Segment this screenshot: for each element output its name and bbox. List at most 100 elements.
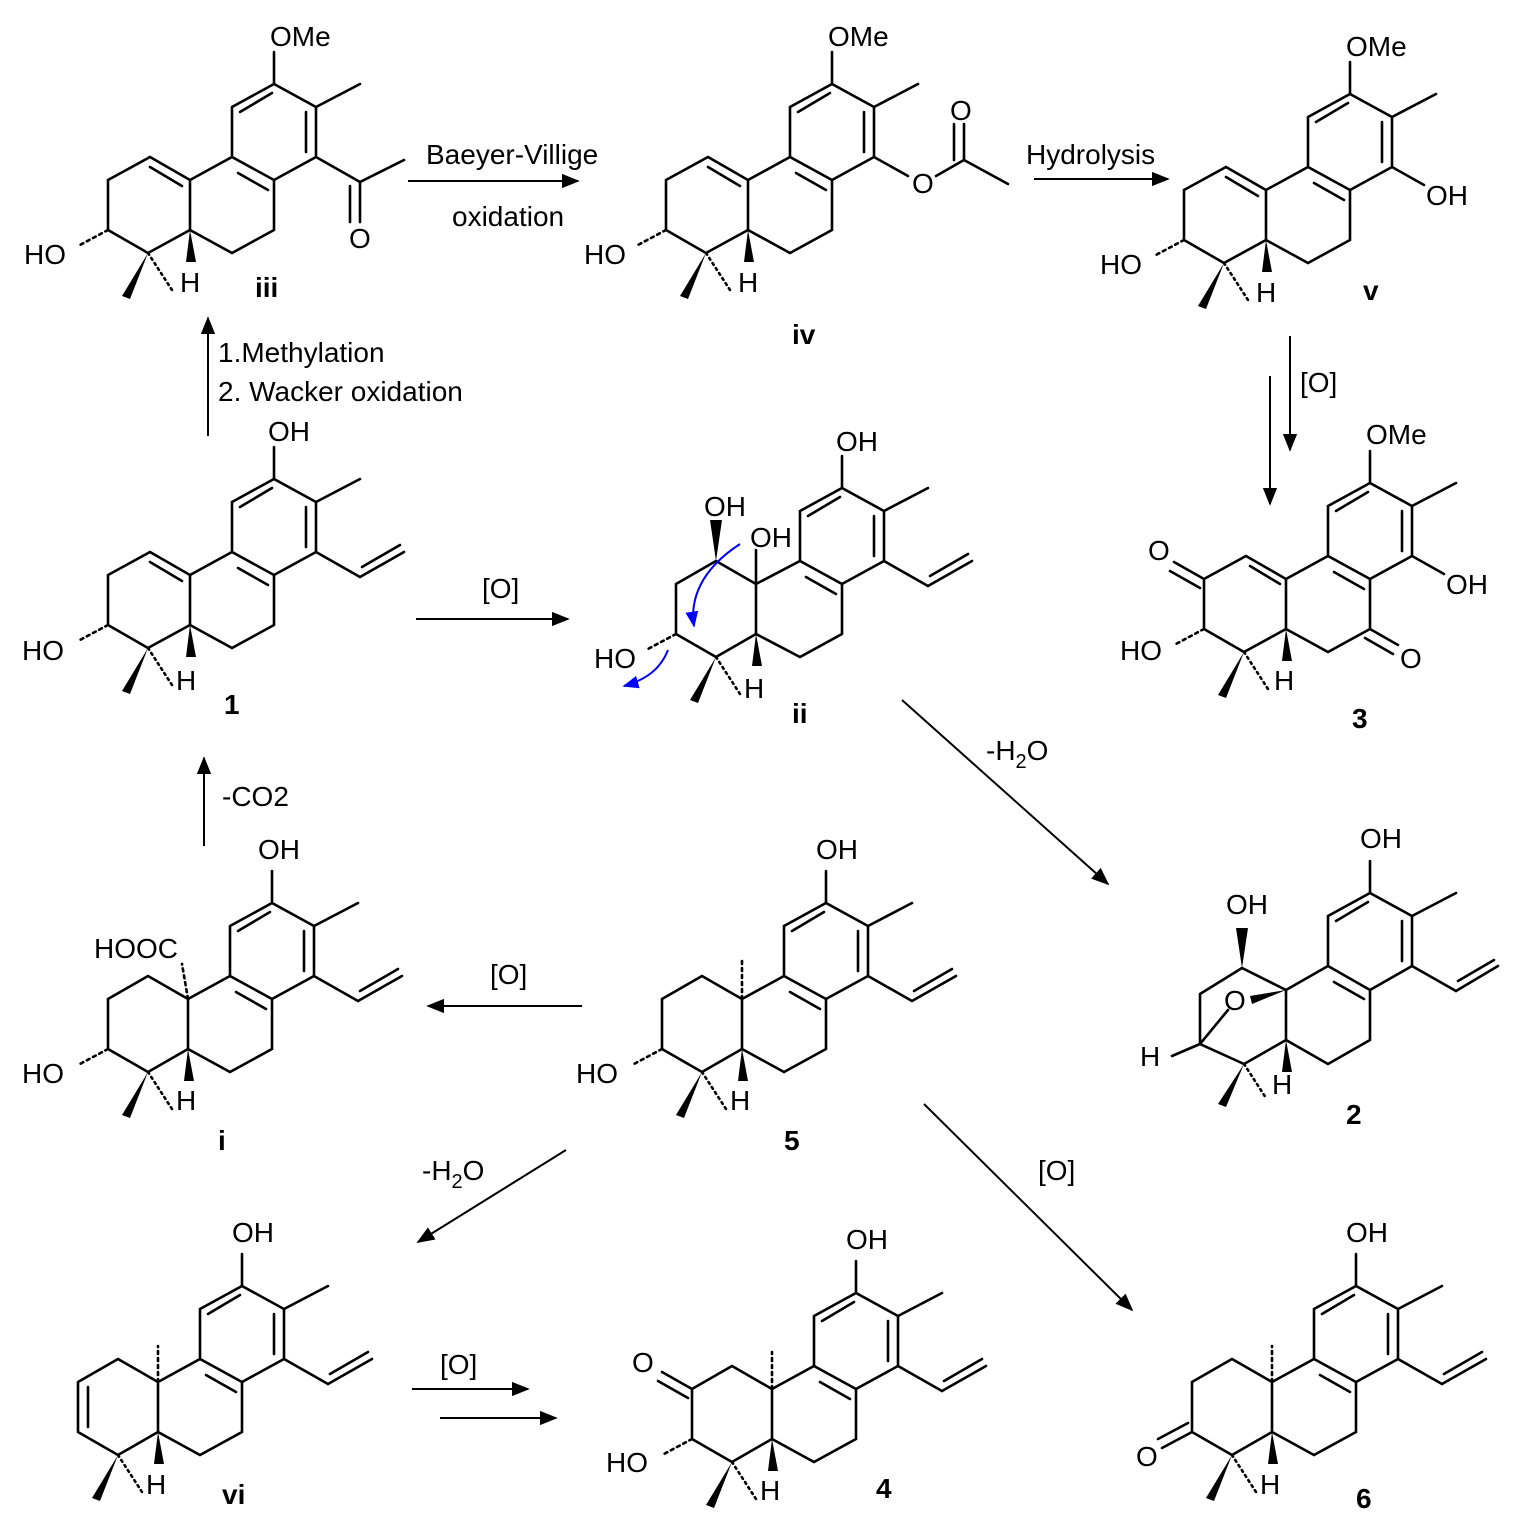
atom-ome: OMe [828,21,889,52]
atom-oh-c11: OH [704,491,746,522]
reaction-label: -H2O [422,1155,484,1193]
atom-o-bridge: O [1224,985,1246,1016]
compound-4: OH O HO H 4 [606,1224,988,1508]
reaction-label: [O] [482,573,519,604]
compound-iv: OMe HO H O O iv [584,21,1010,350]
atom-ho: HO [22,1058,64,1089]
compound-label: iii [255,272,278,303]
compound-label: 2 [1346,1099,1362,1130]
arrow-ii-to-2: -H2O [901,699,1110,886]
atom-o-ketone-2: O [1400,643,1422,674]
atom-h-c5: H [1272,1069,1292,1100]
reaction-label-top: Baeyer-Villige [426,139,598,170]
atom-ome: OMe [1366,419,1427,450]
atom-o-carbonyl: O [950,95,972,126]
label-subscript: 2 [452,1171,463,1193]
atom-h: H [1260,1469,1280,1500]
arrow-5-to-6: [O] [923,1103,1134,1312]
compound-label: 5 [784,1125,800,1156]
atom-h: H [1274,665,1294,696]
compound-ii: OH OH OH HO H ii [594,426,974,729]
atom-ho: HO [606,1447,648,1478]
atom-o-ketone: O [632,1347,654,1378]
atom-oh: OH [846,1224,888,1255]
reaction-label-line1: 1.Methylation [218,337,385,368]
arrow-iii-to-iv: Baeyer-Villige oxidation [408,139,598,232]
atom-ho: HO [584,239,626,270]
arrow-vi-to-4: [O] [412,1349,558,1426]
atom-ome: OMe [270,21,331,52]
atom-oh-phenol: OH [836,426,878,457]
atom-ho: HO [1100,249,1142,280]
compound-5: OH HO H 5 [576,834,958,1156]
atom-o: O [349,223,371,254]
atom-ho: HO [24,239,66,270]
atom-ho: HO [22,635,64,666]
atom-o-ketone: O [1136,1441,1158,1472]
arrow-v-to-3: [O] [1262,336,1337,506]
arrow-i-to-1: -CO2 [196,756,289,846]
compound-label: vi [222,1479,245,1510]
compound-vi: OH H vi [76,1217,374,1510]
compound-2: OH OH O H H 2 [1140,823,1500,1130]
compound-label: 4 [876,1473,892,1504]
reaction-label-bottom: oxidation [452,201,564,232]
reaction-label-line2: 2. Wacker oxidation [218,376,463,407]
compound-label: iv [792,319,816,350]
atom-h: H [180,267,200,298]
atom-h: H [146,1469,166,1500]
compound-label: i [218,1125,226,1156]
compound-iii: OMe HO H O iii [24,21,406,303]
label-suffix: O [1027,735,1049,766]
atom-oh: OH [1426,180,1468,211]
compound-3: OMe O OH HO O H 3 [1120,419,1488,734]
atom-h: H [738,267,758,298]
atom-hooc: HOOC [94,933,178,964]
atom-oh-c11: OH [1226,889,1268,920]
reaction-label: [O] [1300,367,1337,398]
atom-oh: OH [1446,569,1488,600]
atom-h-c3: H [1140,1041,1160,1072]
atom-h: H [1256,277,1276,308]
atom-h: H [176,1085,196,1116]
reaction-label: -H2O [986,735,1048,773]
compound-6: OH O H 6 [1136,1217,1488,1514]
arrow-5-to-vi: -H2O [416,1149,567,1243]
atom-o-ester: O [912,168,934,199]
atom-oh: OH [268,416,310,447]
label-prefix: -H [986,735,1016,766]
atom-oh: OH [258,834,300,865]
atom-ho: HO [594,643,636,674]
arrow-1-to-iii: 1.Methylation 2. Wacker oxidation [200,316,463,436]
compound-1: OH HO H 1 [22,416,406,720]
atom-oh-c9: OH [750,522,792,553]
compound-label: ii [792,698,808,729]
reaction-label: [O] [440,1349,477,1380]
compound-i: OH HOOC HO H i [22,834,404,1156]
atom-oh: OH [1346,1217,1388,1248]
atom-ho: HO [1120,635,1162,666]
atom-ho: HO [576,1058,618,1089]
reaction-label: Hydrolysis [1026,139,1155,170]
atom-h: H [730,1085,750,1116]
reaction-label: [O] [1038,1155,1075,1186]
compound-v: OMe OH HO H v [1100,31,1468,309]
reaction-label: [O] [490,959,527,990]
atom-ome: OMe [1346,31,1407,62]
arrow-5-to-i: [O] [426,959,582,1014]
reaction-label: -CO2 [222,781,289,812]
compound-label: v [1363,275,1379,306]
label-prefix: -H [422,1155,452,1186]
label-suffix: O [463,1155,485,1186]
atom-h: H [176,665,196,696]
atom-o-ketone: O [1148,535,1170,566]
compound-label: 3 [1352,703,1368,734]
atom-oh: OH [232,1217,274,1248]
atom-h: H [744,673,764,704]
atom-oh-phenol: OH [1360,823,1402,854]
compound-label: 1 [224,689,240,720]
label-subscript: 2 [1016,751,1027,773]
atom-h: H [760,1475,780,1506]
arrow-1-to-ii: [O] [416,573,570,627]
